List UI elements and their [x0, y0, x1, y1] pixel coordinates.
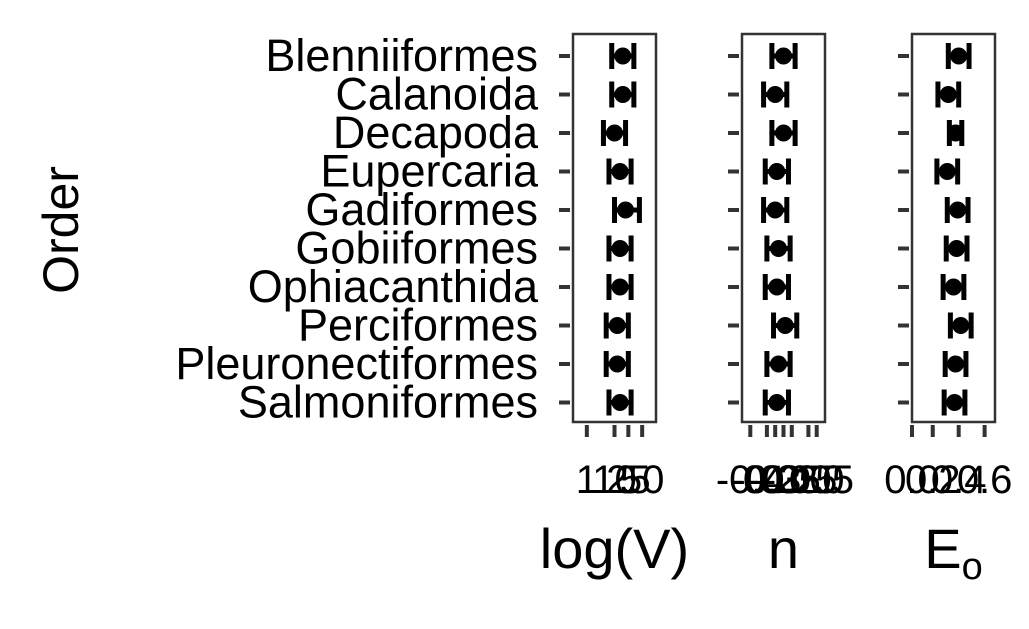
x-tick-label: -0.4 — [716, 458, 785, 502]
x-tick-label: 0.0 — [884, 458, 940, 502]
x-tick-label: 50 — [620, 458, 665, 502]
x-axis-title-text: E — [924, 517, 961, 580]
x-axis-title-subscript: o — [962, 546, 983, 588]
point-estimate — [608, 355, 626, 373]
point-estimate — [947, 355, 965, 373]
point-estimate — [770, 240, 788, 257]
point-estimate — [938, 163, 956, 180]
point-estimate — [949, 201, 967, 219]
point-estimate — [611, 163, 629, 180]
category-label: Blenniiformes — [265, 30, 538, 81]
point-estimate — [768, 278, 786, 296]
x-axis-title: log(V) — [540, 517, 689, 580]
category-label: Decapoda — [333, 107, 539, 158]
category-label: Gobiiformes — [295, 223, 538, 274]
point-estimate — [945, 278, 962, 296]
point-estimate — [768, 163, 786, 180]
x-tick-label: -0.05 — [763, 458, 854, 502]
x-tick-label: -0.2 — [749, 458, 818, 502]
point-estimate — [770, 355, 788, 373]
x-axis-title-text: log(V) — [540, 517, 689, 580]
category-label: Ophiacanthida — [248, 261, 539, 312]
point-estimate — [766, 201, 784, 219]
x-tick-label: 0.0 — [789, 458, 845, 502]
x-tick-label: 1 — [576, 458, 598, 502]
y-axis-title: Order — [33, 166, 89, 294]
category-label: Eupercaria — [320, 146, 539, 197]
point-estimate — [768, 394, 786, 411]
point-estimate — [608, 317, 626, 334]
point-estimate — [766, 86, 784, 103]
x-axis-title: n — [768, 517, 799, 580]
category-labels: BlenniiformesCalanoidaDecapodaEupercaria… — [175, 30, 539, 428]
x-axis-title: Eo — [924, 517, 983, 588]
x-tick-label: 0.2 — [905, 458, 961, 502]
point-estimate — [950, 47, 968, 65]
category-label: Salmoniformes — [238, 377, 538, 428]
point-estimate — [606, 124, 623, 142]
panel-frame — [571, 32, 658, 424]
category-label: Perciformes — [298, 300, 538, 351]
point-estimate — [611, 278, 629, 296]
point-estimate — [776, 317, 794, 334]
x-tick-label: 0.6 — [957, 458, 1013, 502]
point-estimate — [614, 47, 632, 65]
point-estimate — [952, 317, 970, 334]
x-tick-label: -0.15 — [746, 458, 837, 502]
point-estimate — [611, 394, 629, 411]
point-estimate — [775, 124, 792, 142]
x-axis-title-text: n — [768, 517, 799, 580]
point-estimate — [946, 394, 964, 411]
point-estimate — [948, 240, 966, 257]
panel-frame — [910, 32, 997, 424]
point-estimate — [939, 86, 957, 103]
point-estimate — [614, 86, 632, 103]
panel-frame — [740, 32, 827, 424]
point-estimate — [947, 124, 965, 142]
x-tick-label: 25 — [606, 458, 651, 502]
panel-n: -0.4-0.3-0.25-0.2-0.15-0.050.0 n — [716, 32, 854, 580]
panel-Eo: 0.00.20.40.6Eo — [884, 32, 1013, 588]
x-tick-label: 10 — [592, 458, 637, 502]
x-tick-label: -0.25 — [730, 458, 821, 502]
point-estimate — [617, 201, 635, 219]
category-label: Gadiformes — [305, 184, 538, 235]
x-tick-label: 0.4 — [931, 458, 987, 502]
x-tick-label: -0.3 — [732, 458, 801, 502]
point-estimate — [611, 240, 629, 257]
category-label: Pleuronectiformes — [175, 338, 538, 389]
category-label: Calanoida — [335, 69, 539, 120]
point-estimate — [775, 47, 792, 65]
